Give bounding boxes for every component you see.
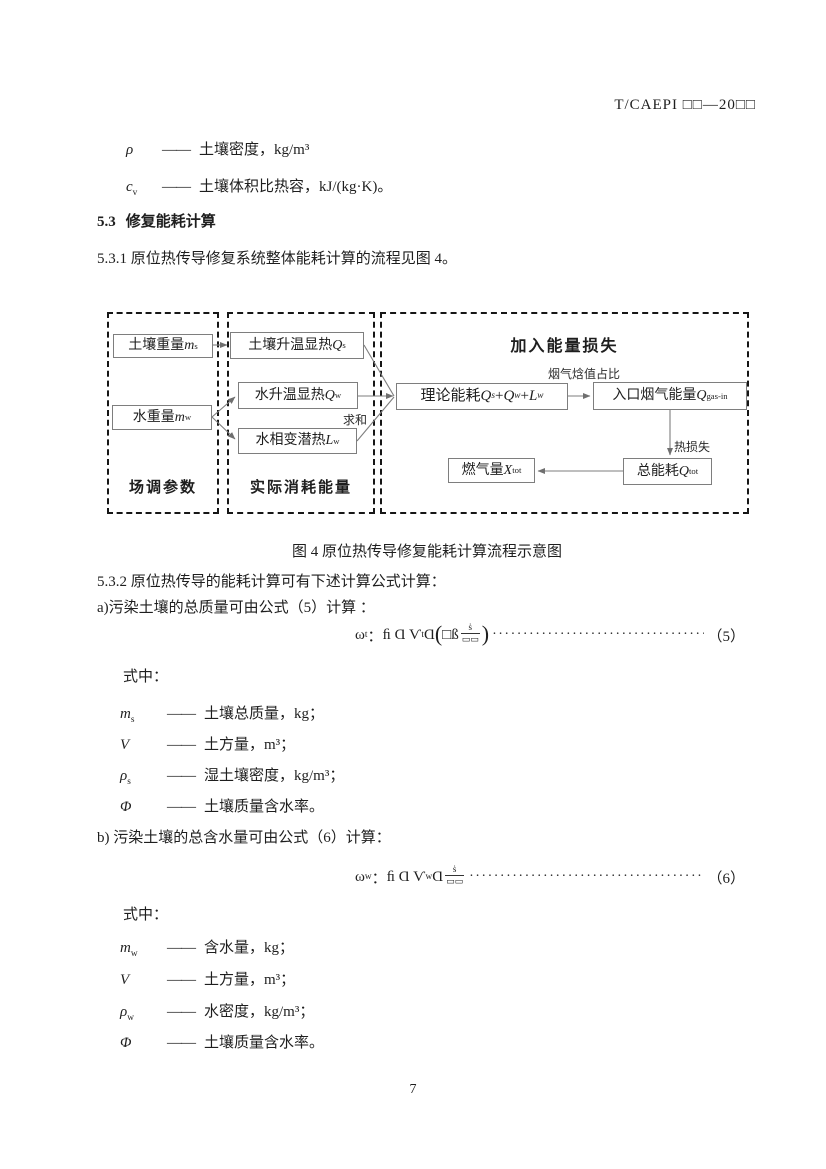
definition-dash: —— [167, 972, 196, 988]
definition-text: 土壤总质量，kg； [204, 706, 325, 722]
symbol: V [120, 972, 130, 988]
definition-dash: —— [162, 179, 191, 195]
definition-dash: —— [167, 706, 196, 722]
formula-leader-dots: ········································… [492, 627, 704, 642]
symbol-definition-row: ρs —— 湿土壤密度，kg/m³； [120, 764, 344, 787]
label-actual-energy: 实际消耗能量 [249, 479, 352, 496]
symbol: V [120, 737, 130, 753]
symbol-definition-row: ρ —— 土壤密度，kg/m³ [126, 138, 309, 159]
section-title: 修复能耗计算 [125, 213, 216, 230]
item-a: a)污染土壤的总质量可由公式（5）计算 ： [97, 600, 375, 616]
panel-energy-loss-title: 加入能量损失 [510, 338, 619, 355]
definition-dash: —— [167, 768, 196, 784]
symbol: Φ [120, 1035, 132, 1051]
definition-text: 土壤体积比热容，kJ/(kg·K)。 [199, 179, 393, 195]
item-b: b) 污染土壤的总含水量可由公式（6）计算： [97, 830, 391, 846]
definition-text: 土方量，m³； [204, 972, 296, 988]
definition-dash: —— [167, 799, 196, 815]
page-number: 7 [409, 1082, 417, 1097]
formula-6-number: （6） [707, 870, 745, 887]
label-heat-loss: 热损失 [674, 440, 711, 454]
defs-heading: 式中： [123, 669, 169, 685]
definition-dash: —— [167, 1035, 196, 1051]
paragraph-532: 5.3.2 原位热传导的能耗计算可有下述计算公式计算： [97, 574, 446, 590]
definition-text: 土壤质量含水率。 [204, 1035, 325, 1051]
symbol: ρw [120, 1004, 134, 1023]
symbol: ms [120, 706, 135, 725]
symbol-definition-row: V —— 土方量，m³； [120, 968, 295, 989]
defs-heading: 式中： [123, 907, 169, 923]
symbol-definition-row: Φ —— 土壤质量含水率。 [120, 1031, 324, 1052]
formula-leader-dots: ········································… [469, 869, 705, 884]
definition-dash: —— [167, 737, 196, 753]
paragraph-531: 5.3.1 原位热传导修复系统整体能耗计算的流程见图 4。 [97, 251, 458, 267]
definition-text: 含水量，kg； [204, 940, 295, 956]
symbol-definition-row: Φ —— 土壤质量含水率。 [120, 795, 324, 816]
label-flue-gas-enthalpy-ratio: 烟气焓值占比 [548, 367, 621, 381]
symbol: cv [126, 179, 138, 198]
symbol: Φ [120, 799, 132, 815]
section-number: 5.3 [97, 214, 116, 230]
definition-text: 土壤密度，kg/m³ [199, 142, 310, 158]
formula-5-number: （5） [707, 628, 745, 645]
definition-text: 土壤质量含水率。 [204, 799, 325, 815]
section-heading: 5.3 修复能耗计算 [97, 210, 216, 231]
symbol-definition-row: ms —— 土壤总质量，kg； [120, 702, 324, 725]
label-site-parameters: 场调参数 [128, 479, 197, 496]
definition-dash: —— [162, 142, 191, 158]
symbol: ρs [120, 768, 131, 787]
definition-dash: —— [167, 1004, 196, 1020]
document-header: T/CAEPI □□—20□□ [614, 97, 756, 113]
figure-caption: 图 4 原位热传导修复能耗计算流程示意图 [291, 544, 562, 560]
definition-dash: —— [167, 940, 196, 956]
symbol-definition-row: mw —— 含水量，kg； [120, 936, 294, 959]
symbol: ρ [126, 142, 134, 158]
symbol-definition-row: cv —— 土壤体积比热容，kJ/(kg·K)。 [126, 175, 392, 198]
symbol-definition-row: V —— 土方量，m³； [120, 733, 295, 754]
definition-text: 水密度，kg/m³； [204, 1004, 315, 1020]
symbol: mw [120, 940, 138, 959]
label-sum: 求和 [343, 413, 368, 427]
definition-text: 土方量，m³； [204, 737, 296, 753]
symbol-definition-row: ρw —— 水密度，kg/m³； [120, 1000, 314, 1023]
definition-text: 湿土壤密度，kg/m³； [204, 768, 345, 784]
